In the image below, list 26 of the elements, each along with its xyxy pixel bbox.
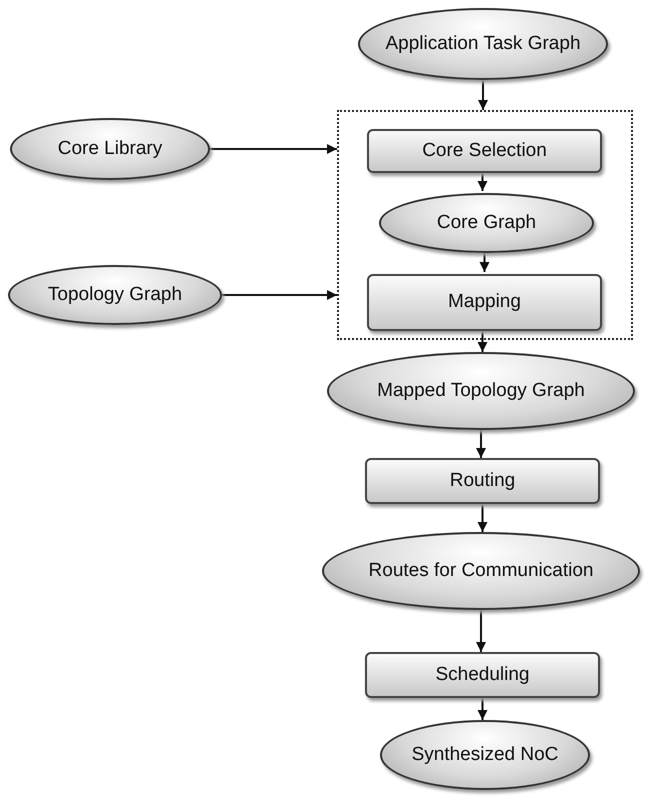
arrow [478, 171, 488, 191]
arrow [222, 290, 337, 300]
node-label: Scheduling [435, 662, 530, 687]
arrow [476, 610, 486, 652]
arrow [478, 80, 488, 110]
node-label: Core Selection [422, 138, 547, 163]
arrow [478, 329, 488, 352]
node-label: Routing [450, 468, 516, 493]
node-label: Routes for Communication [368, 558, 594, 583]
process-box [365, 458, 600, 504]
arrow [210, 144, 337, 154]
node-label: Topology Graph [48, 282, 182, 307]
arrow [476, 430, 486, 458]
arrow [480, 251, 490, 272]
arrow [478, 698, 488, 720]
dotted-group-box [337, 110, 633, 340]
process-box [365, 652, 600, 698]
process-box [367, 274, 602, 331]
node-label: Mapped Topology Graph [377, 378, 585, 403]
node-label: Core Library [58, 136, 162, 161]
node-label: Mapping [448, 290, 521, 314]
node-label: Core Graph [436, 210, 536, 235]
node-label: Application Task Graph [385, 32, 581, 56]
process-box [367, 129, 602, 173]
node-label: Synthesized NoC [412, 742, 558, 767]
arrow [478, 504, 488, 532]
